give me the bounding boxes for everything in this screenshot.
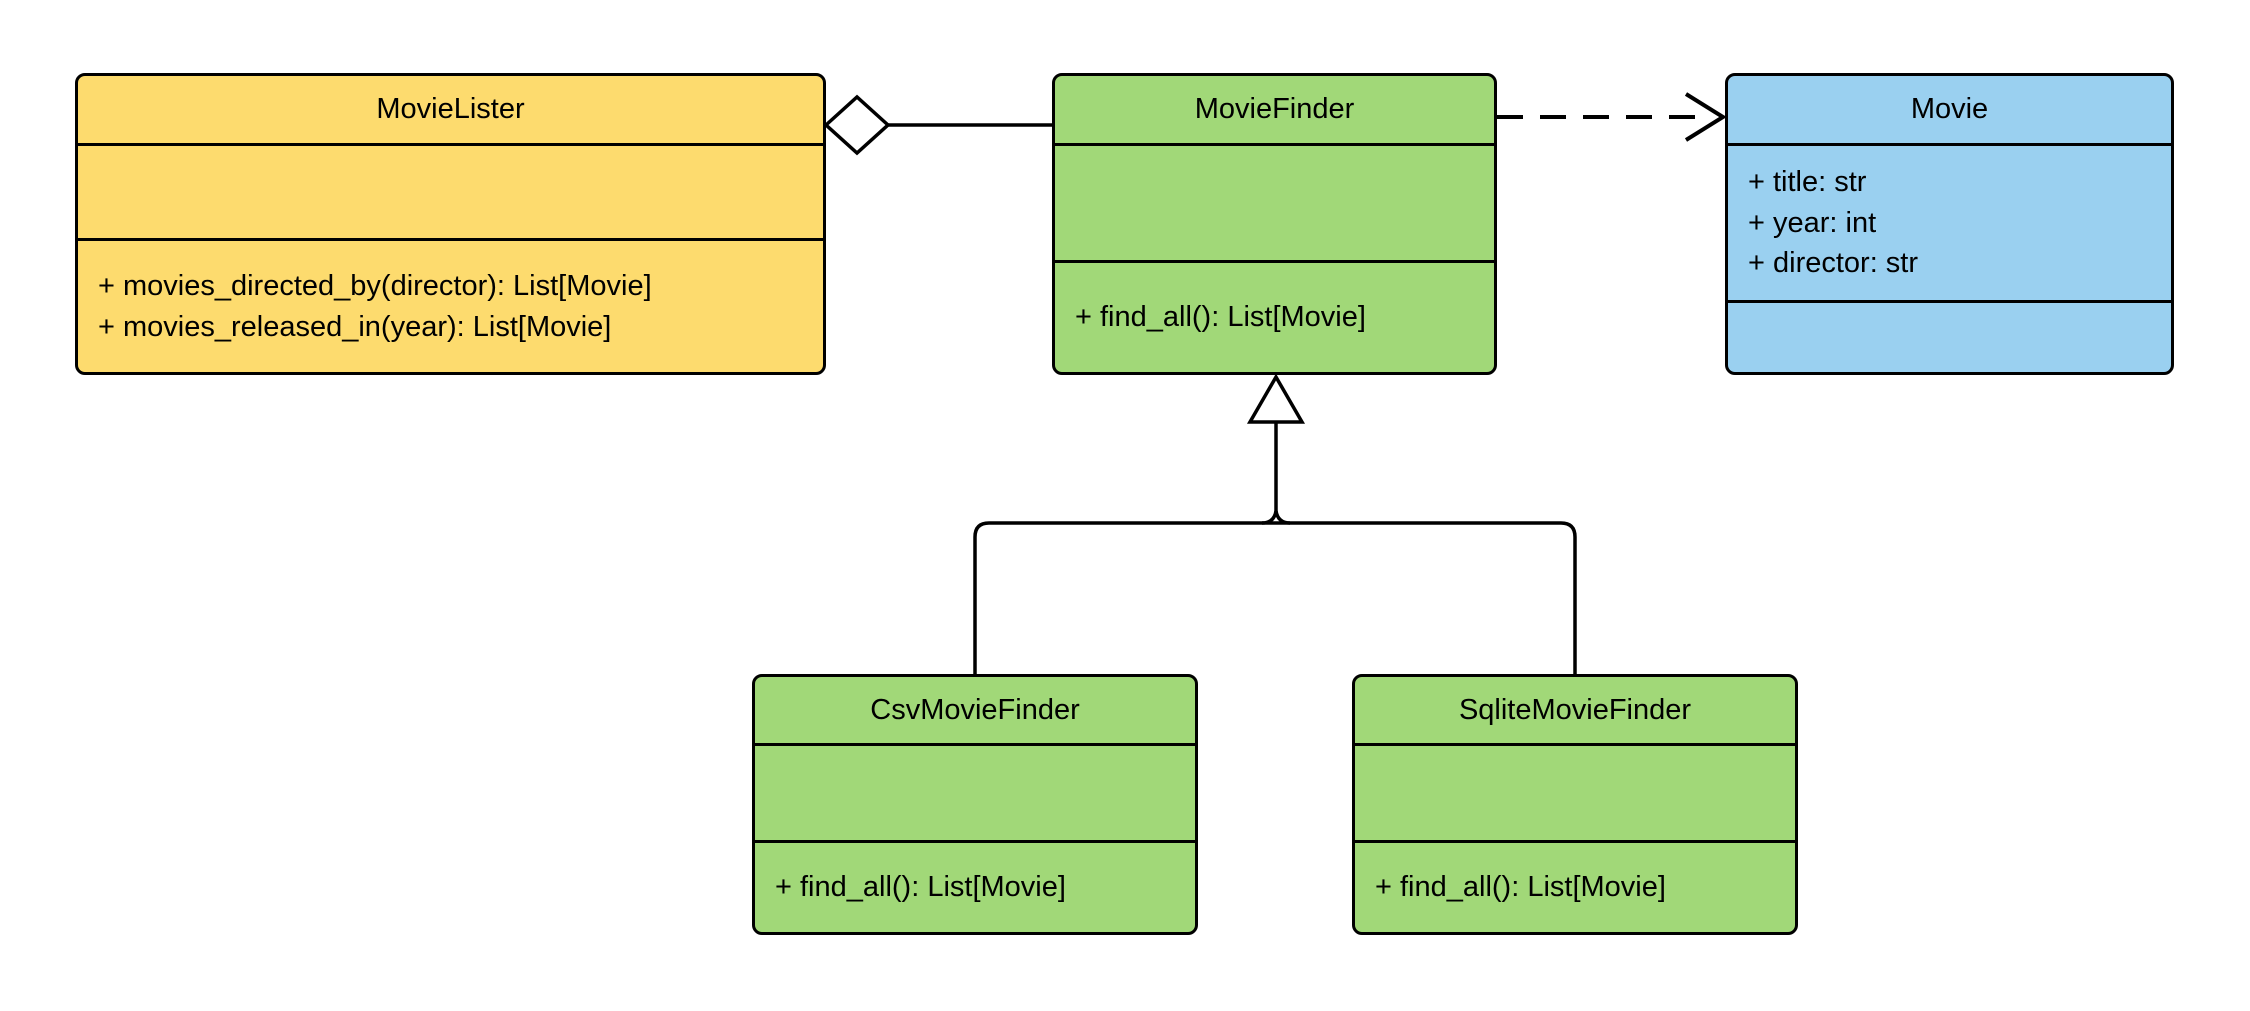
aggregation-diamond-icon <box>823 94 891 156</box>
method-item: + movies_released_in(year): List[Movie] <box>98 310 612 343</box>
class-name: MovieLister <box>376 93 525 126</box>
class-title-bar: MovieLister <box>78 76 823 146</box>
generalization-connector <box>973 373 1577 674</box>
attribute-item: + director: str <box>1748 247 1919 280</box>
generalization-triangle-icon <box>1246 373 1306 424</box>
class-csv-movie-finder: CsvMovieFinder + find_all(): List[Movie] <box>752 674 1198 935</box>
class-movie: Movie + title: str + year: int + directo… <box>1725 73 2174 375</box>
class-name: CsvMovieFinder <box>870 693 1080 726</box>
methods-compartment: + find_all(): List[Movie] <box>1355 843 1795 932</box>
method-item: + find_all(): List[Movie] <box>1375 871 1666 904</box>
class-movie-lister: MovieLister + movies_directed_by(directo… <box>75 73 826 375</box>
methods-compartment <box>1728 303 2171 372</box>
attribute-item: + title: str <box>1748 166 1867 199</box>
methods-compartment: + movies_directed_by(director): List[Mov… <box>78 241 823 372</box>
methods-compartment: + find_all(): List[Movie] <box>1055 263 1494 372</box>
class-name: MovieFinder <box>1194 93 1355 126</box>
attributes-compartment: + title: str + year: int + director: str <box>1728 146 2171 303</box>
attribute-item: + year: int <box>1748 206 1877 239</box>
attributes-compartment <box>755 746 1195 843</box>
method-item: + find_all(): List[Movie] <box>1075 301 1366 334</box>
class-title-bar: MovieFinder <box>1055 76 1494 146</box>
dependency-open-arrow-icon <box>1684 92 1727 142</box>
class-name: Movie <box>1910 93 1989 126</box>
class-sqlite-movie-finder: SqliteMovieFinder + find_all(): List[Mov… <box>1352 674 1798 935</box>
generalization-branch-lines <box>973 521 1577 674</box>
attributes-compartment <box>1055 146 1494 263</box>
class-movie-finder: MovieFinder + find_all(): List[Movie] <box>1052 73 1497 375</box>
method-item: + movies_directed_by(director): List[Mov… <box>98 269 652 302</box>
aggregation-connector <box>823 94 1052 156</box>
class-name: SqliteMovieFinder <box>1458 693 1692 726</box>
class-title-bar: SqliteMovieFinder <box>1355 677 1795 746</box>
attributes-compartment <box>1355 746 1795 843</box>
class-title-bar: Movie <box>1728 76 2171 146</box>
method-item: + find_all(): List[Movie] <box>775 871 1066 904</box>
methods-compartment: + find_all(): List[Movie] <box>755 843 1195 932</box>
attributes-compartment <box>78 146 823 241</box>
class-title-bar: CsvMovieFinder <box>755 677 1195 746</box>
dependency-connector <box>1497 92 1727 142</box>
generalization-junction <box>1261 510 1291 525</box>
